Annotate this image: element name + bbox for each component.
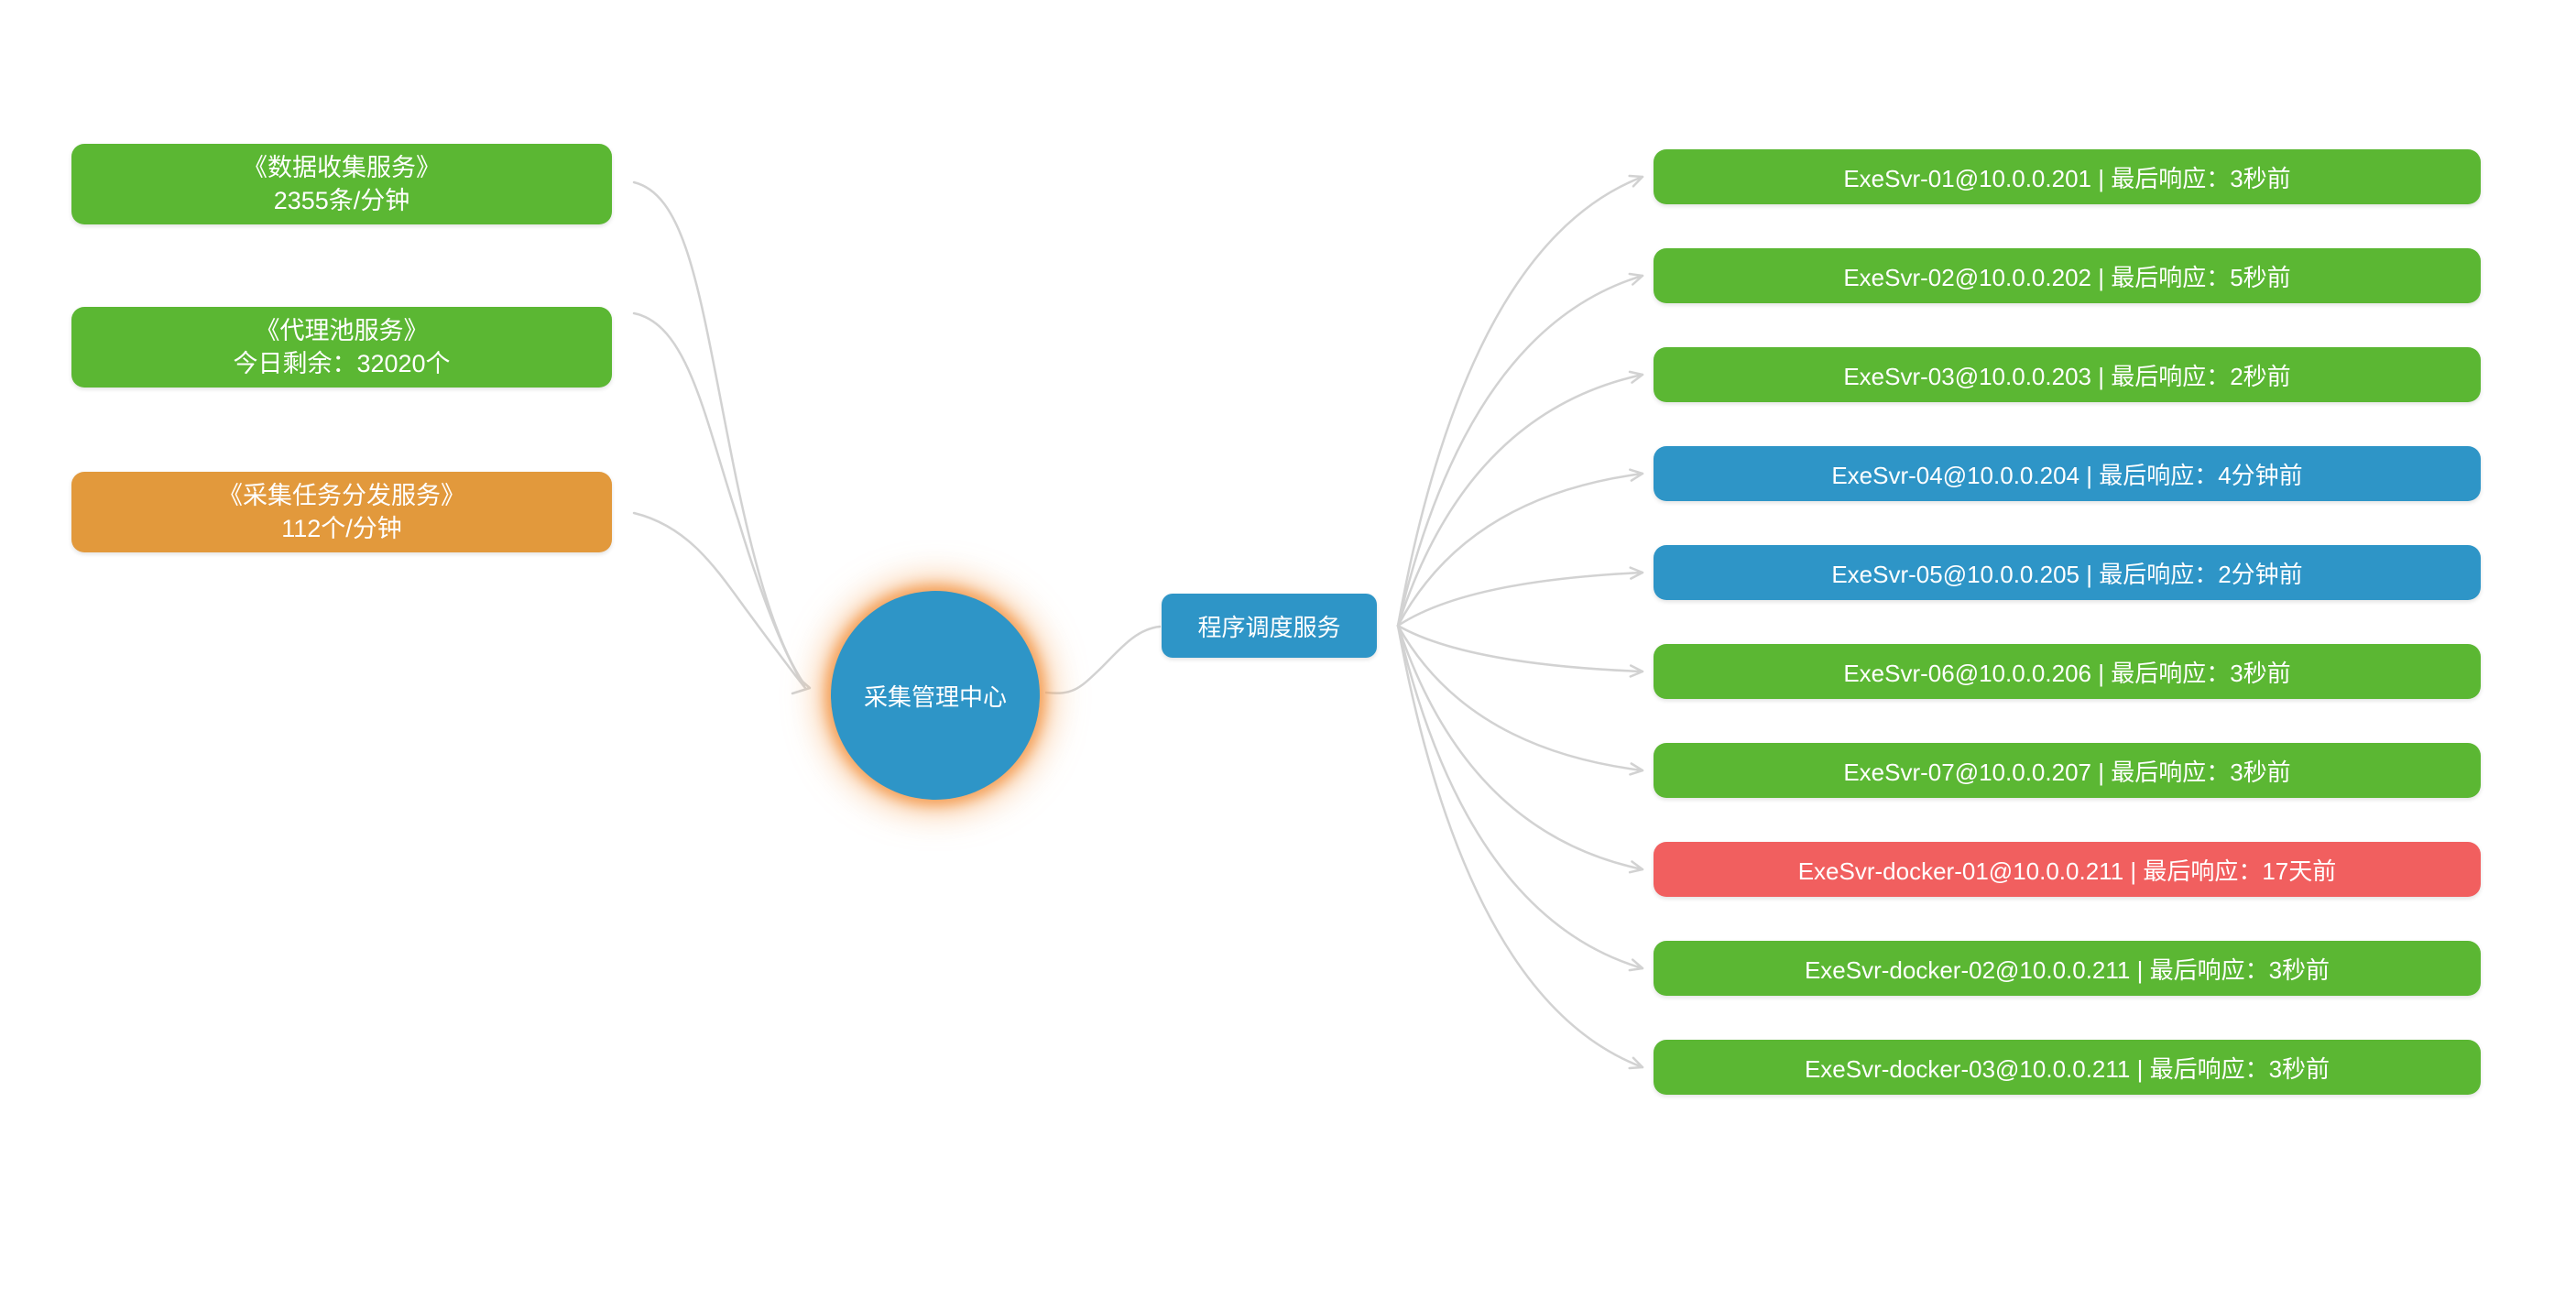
service-node-proxy-pool[interactable]: 《代理池服务》 今日剩余：32020个 — [71, 307, 612, 388]
service-metric: 今日剩余：32020个 — [233, 350, 451, 377]
server-node[interactable]: ExeSvr-docker-01@10.0.0.211 | 最后响应：17天前 — [1654, 842, 2481, 897]
server-node[interactable]: ExeSvr-06@10.0.0.206 | 最后响应：3秒前 — [1654, 644, 2481, 699]
server-node[interactable]: ExeSvr-03@10.0.0.203 | 最后响应：2秒前 — [1654, 347, 2481, 402]
center-node-management[interactable]: 采集管理中心 — [831, 591, 1040, 800]
service-title: 《代理池服务》 — [255, 317, 429, 344]
server-node[interactable]: ExeSvr-04@10.0.0.204 | 最后响应：4分钟前 — [1654, 446, 2481, 501]
server-node[interactable]: ExeSvr-docker-02@10.0.0.211 | 最后响应：3秒前 — [1654, 941, 2481, 996]
service-node-data-collection[interactable]: 《数据收集服务》 2355条/分钟 — [71, 144, 612, 224]
server-node[interactable]: ExeSvr-docker-03@10.0.0.211 | 最后响应：3秒前 — [1654, 1040, 2481, 1095]
scheduler-node[interactable]: 程序调度服务 — [1162, 594, 1377, 658]
service-metric: 112个/分钟 — [281, 515, 402, 542]
service-title: 《数据收集服务》 — [243, 154, 441, 181]
server-node[interactable]: ExeSvr-01@10.0.0.201 | 最后响应：3秒前 — [1654, 149, 2481, 204]
service-metric: 2355条/分钟 — [273, 187, 410, 214]
server-node[interactable]: ExeSvr-05@10.0.0.205 | 最后响应：2分钟前 — [1654, 545, 2481, 600]
center-node-label: 采集管理中心 — [863, 682, 1007, 711]
scheduler-node-label: 程序调度服务 — [1197, 613, 1341, 641]
service-title: 《采集任务分发服务》 — [218, 482, 465, 509]
server-node[interactable]: ExeSvr-07@10.0.0.207 | 最后响应：3秒前 — [1654, 743, 2481, 798]
service-node-task-dispatch[interactable]: 《采集任务分发服务》 112个/分钟 — [71, 472, 612, 552]
server-node[interactable]: ExeSvr-02@10.0.0.202 | 最后响应：5秒前 — [1654, 248, 2481, 303]
